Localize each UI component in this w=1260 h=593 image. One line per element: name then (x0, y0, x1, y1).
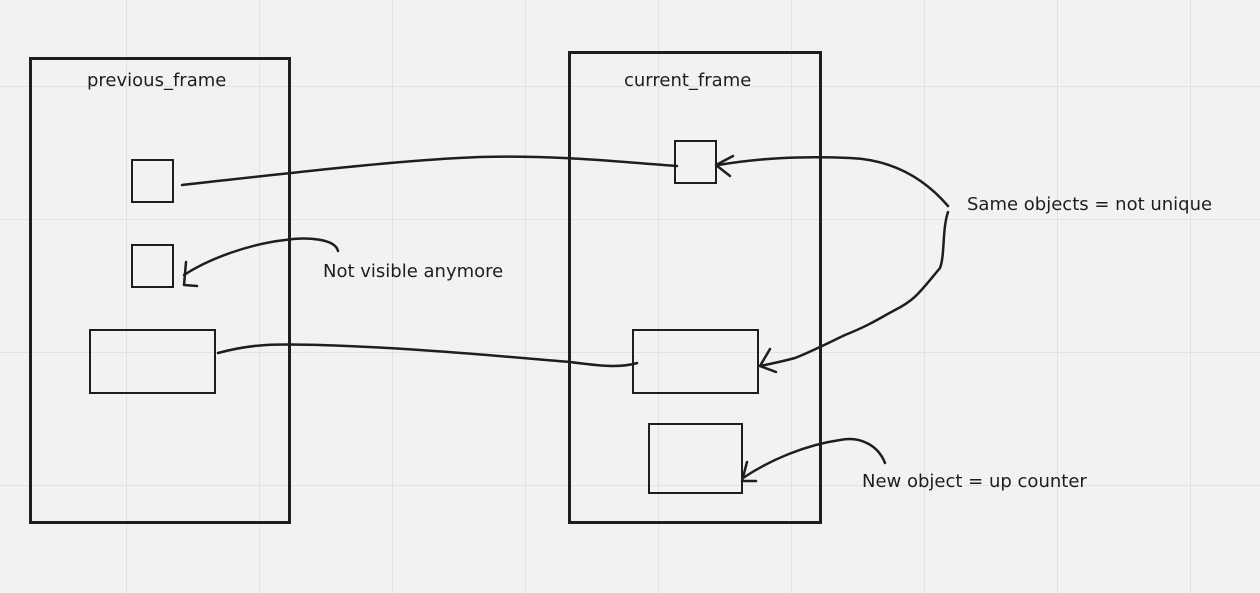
previous-object-wide (89, 329, 216, 394)
current-object-new (648, 423, 743, 494)
current-object-small (674, 140, 717, 184)
current-frame-title: current_frame (624, 70, 752, 91)
previous-object-small-1 (131, 159, 174, 203)
previous-frame (29, 57, 291, 524)
previous-object-small-2 (131, 244, 174, 288)
annotation-new-object: New object = up counter (862, 471, 1087, 492)
current-object-wide (632, 329, 759, 394)
annotation-same-objects: Same objects = not unique (967, 194, 1213, 215)
annotation-not-visible: Not visible anymore (323, 261, 504, 282)
previous-frame-title: previous_frame (87, 70, 227, 91)
